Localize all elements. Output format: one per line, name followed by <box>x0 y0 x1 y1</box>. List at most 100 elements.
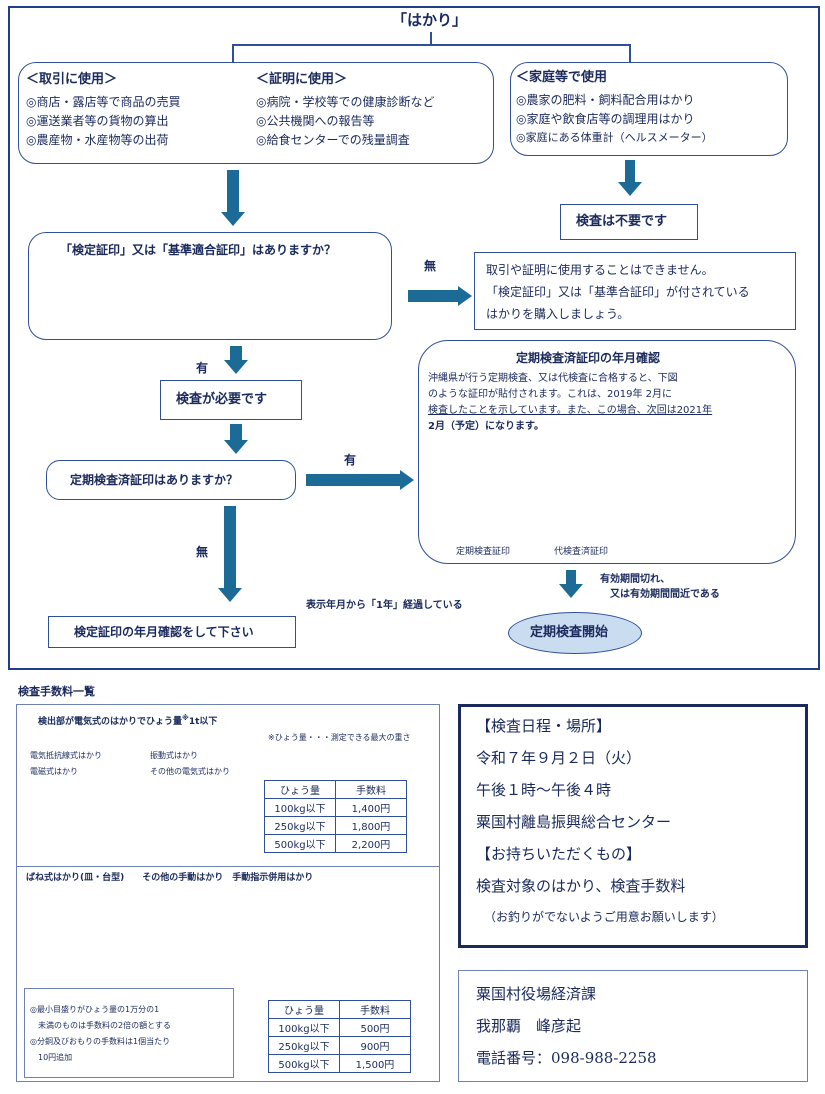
contact-dept: 粟国村役場経済課 <box>476 985 597 1003</box>
schedule-place: 粟国村離島振興総合センター <box>476 813 672 831</box>
table-cell: 900円 <box>339 1036 411 1055</box>
arrow-right-icon <box>458 286 472 306</box>
arrow-down-icon <box>224 440 248 454</box>
trade-cert-box <box>18 62 494 164</box>
cert-item: ◎公共機関への報告等 <box>256 114 375 128</box>
table-header: 手数料 <box>339 1000 411 1019</box>
electric-type: 電気抵抗線式はかり <box>30 751 102 760</box>
bring-heading: 【お持ちいただくもの】 <box>476 845 642 863</box>
table-cell: 100kg以下 <box>264 798 336 817</box>
arrow-down-icon <box>559 584 583 598</box>
connector-title-down <box>430 32 432 44</box>
schedule-date: 令和７年９月２日（火） <box>476 749 642 767</box>
label-none: 無 <box>424 259 437 273</box>
arrow-down-icon <box>218 588 242 602</box>
periodic-confirm-box <box>418 340 796 564</box>
arrow-shaft <box>306 474 402 486</box>
table-cell: 1,500円 <box>339 1054 411 1073</box>
arrow-down-icon <box>221 212 245 226</box>
confirm-body: 2月（予定）になります。 <box>428 421 544 432</box>
table-cell: 2,200円 <box>335 834 407 853</box>
bring-items: 検査対象のはかり、検査手数料 <box>476 877 686 895</box>
seal-question-text: 「検定証印」又は「基準適合証印」はありますか？ <box>60 243 337 257</box>
no-inspection-box <box>560 204 698 240</box>
inspection-needed-box <box>160 380 302 420</box>
table-cell: 500円 <box>339 1018 411 1037</box>
periodic-question-box <box>46 460 296 500</box>
confirm-body: のような証印が貼付されます。これは、2019年 2月に <box>428 389 672 400</box>
cannot-use-box <box>474 252 796 330</box>
electric-type: その他の電気式はかり <box>150 767 230 776</box>
electric-heading: 検出部が電気式のはかりでひょう量※1t以下 <box>38 712 217 728</box>
home-use-box <box>510 62 788 156</box>
start-text: 定期検査開始 <box>530 625 609 640</box>
arrow-shaft <box>566 570 576 586</box>
schedule-box <box>458 704 808 948</box>
flow-title: 「はかり」 <box>392 11 468 29</box>
trade-item: ◎商店・露店等で商品の売買 <box>26 95 181 109</box>
arrow-right-icon <box>400 470 414 490</box>
arrow-shaft <box>227 170 239 214</box>
spring-note: ◎分銅及びおもりの手数料は1個当たり <box>30 1037 171 1046</box>
electric-type: 電磁式はかり <box>30 767 78 776</box>
home-heading: ＜家庭等で使用 <box>516 70 608 85</box>
arrow-down-icon <box>618 182 642 196</box>
arrow-shaft <box>224 506 236 590</box>
fees-panel <box>16 704 440 1082</box>
arrow-shaft <box>230 346 242 362</box>
cert-item: ◎病院・学校等での健康診断など <box>256 95 435 109</box>
electric-heading-tail: 1t以下 <box>188 717 218 727</box>
arrow-down-icon <box>224 360 248 374</box>
seal-question-box <box>28 232 392 340</box>
contact-person: 我那覇 峰彦起 <box>476 1017 582 1035</box>
start-oval <box>508 612 642 654</box>
elapsed-note: 表示年月から「1年」経過している <box>306 600 463 611</box>
table-cell: 250kg以下 <box>264 816 336 835</box>
spring-note: 未満のものは手数料の2倍の額とする <box>30 1021 171 1030</box>
table-row: ひょう量手数料 <box>264 780 407 799</box>
bring-note: （お釣りがでないようご用意お願いします） <box>484 910 724 924</box>
home-item: ◎農家の肥料・飼料配合用はかり <box>516 93 695 107</box>
fees-title: 検査手数料一覧 <box>18 685 95 698</box>
electric-heading-text: 検出部が電気式のはかりでひょう量 <box>38 717 183 727</box>
cannot-use-line: 取引や証明に使用することはできません。 <box>486 263 714 277</box>
electric-heading-sup: ※ <box>182 714 189 722</box>
table-cell: 500kg以下 <box>268 1054 340 1073</box>
caption-proxy-seal: 代検査済証印 <box>554 547 609 557</box>
trade-heading: ＜取引に使用＞ <box>26 72 118 87</box>
spring-note: ◎最小目盛りがひょう量の1万分の1 <box>30 1005 160 1014</box>
table-cell: 100kg以下 <box>268 1018 340 1037</box>
no-inspection-text: 検査は不要です <box>576 214 668 229</box>
table-cell: 500kg以下 <box>264 834 336 853</box>
arrow-shaft <box>625 160 635 182</box>
flowchart-frame <box>8 6 820 670</box>
table-cell: 1,800円 <box>335 816 407 835</box>
label-yes: 有 <box>196 361 209 375</box>
caption-periodic-seal: 定期検査証印 <box>456 547 511 557</box>
expired-note: 又は有効期間間近である <box>610 589 720 600</box>
expired-note: 有効期間切れ、 <box>600 574 671 585</box>
connector-horizontal <box>232 44 630 46</box>
home-item: ◎家庭にある体重計（ヘルスメーター） <box>516 131 713 144</box>
fees-divider <box>16 866 440 867</box>
trade-item: ◎運送業者等の貨物の算出 <box>26 114 169 128</box>
cannot-use-line: はかりを購入しましょう。 <box>486 307 630 321</box>
arrow-shaft <box>408 290 458 302</box>
spring-heading: ばね式はかり(皿・台型) その他の手動はかり 手動指示併用はかり <box>26 873 314 883</box>
label-none: 無 <box>196 545 209 559</box>
table-cell: 1,400円 <box>335 798 407 817</box>
table-header: ひょう量 <box>268 1000 340 1019</box>
contact-phone: 電話番号：098-988-2258 <box>476 1049 657 1067</box>
cert-item: ◎給食センターでの残量調査 <box>256 133 410 147</box>
trade-item: ◎農産物・水産物等の出荷 <box>26 133 169 147</box>
